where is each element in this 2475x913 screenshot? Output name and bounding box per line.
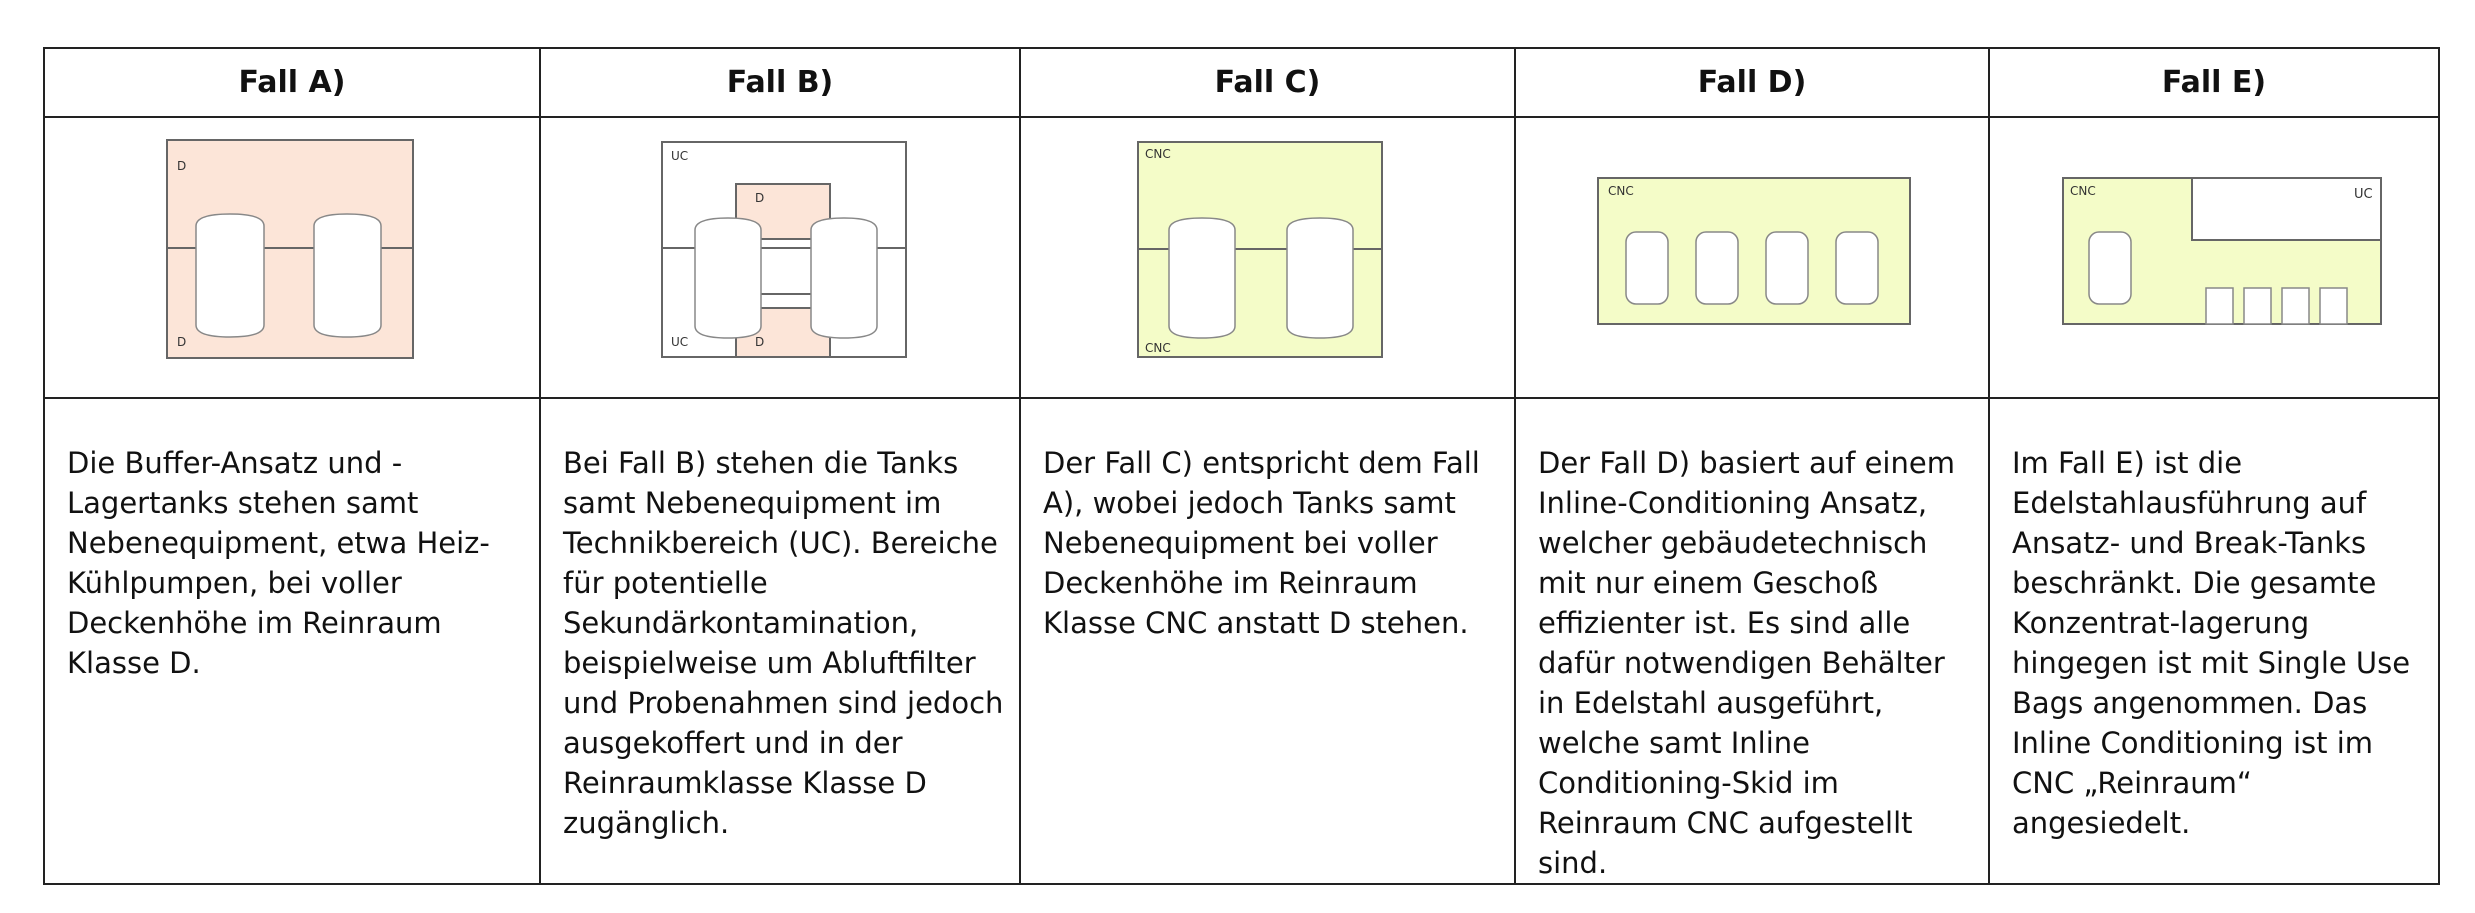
header-fall-a: Fall A) xyxy=(43,47,541,118)
description-text-e: Im Fall E) ist die Edelstahlausführung a… xyxy=(2012,446,2411,840)
diagram-fall-e: CNC UC xyxy=(2062,177,2382,325)
diagram-fall-d: CNC xyxy=(1597,177,1911,325)
break-tank xyxy=(2088,231,2132,305)
diagram-fall-c: CNC CNC xyxy=(1137,141,1383,358)
diagram-cell-a: D D xyxy=(43,116,541,399)
header-fall-d: Fall D) xyxy=(1514,47,1990,118)
label-cnc: CNC xyxy=(2070,184,2096,198)
description-text-b: Bei Fall B) stehen die Tanks samt Nebene… xyxy=(563,446,1004,840)
label-uc-top: UC xyxy=(671,149,688,163)
header-row: Fall A) Fall B) Fall C) Fall D) Fall E) xyxy=(43,47,2440,118)
single-use-bag-3 xyxy=(2281,287,2310,325)
single-use-bag-4 xyxy=(2319,287,2348,325)
tank-1 xyxy=(694,217,762,339)
diagram-fall-b: UC D UC D xyxy=(661,141,907,358)
comparison-table: Fall A) Fall B) Fall C) Fall D) Fall E) … xyxy=(43,47,2440,885)
description-fall-e: Im Fall E) ist die Edelstahlausführung a… xyxy=(1988,397,2440,885)
single-use-bag-1 xyxy=(2205,287,2234,325)
label-cnc-bottom: CNC xyxy=(1145,341,1171,355)
description-fall-b: Bei Fall B) stehen die Tanks samt Nebene… xyxy=(539,397,1021,885)
label-d-bottom: D xyxy=(755,335,764,349)
label-cnc-top: CNC xyxy=(1145,147,1171,161)
description-text-a: Die Buffer-Ansatz und -Lagertanks stehen… xyxy=(67,446,490,680)
tank-2 xyxy=(1695,231,1739,305)
description-fall-a: Die Buffer-Ansatz und -Lagertanks stehen… xyxy=(43,397,541,885)
header-fall-e: Fall E) xyxy=(1988,47,2440,118)
diagram-cell-d: CNC xyxy=(1514,116,1990,399)
diagram-row: D D UC D UC D xyxy=(43,116,2440,399)
description-fall-d: Der Fall D) basiert auf einem Inline-Con… xyxy=(1514,397,1990,885)
description-row: Die Buffer-Ansatz und -Lagertanks stehen… xyxy=(43,397,2440,885)
tank-2 xyxy=(810,217,878,339)
tank-3 xyxy=(1765,231,1809,305)
description-fall-c: Der Fall C) entspricht dem Fall A), wobe… xyxy=(1019,397,1516,885)
tank-1 xyxy=(1168,217,1236,339)
tank-4 xyxy=(1835,231,1879,305)
header-fall-b: Fall B) xyxy=(539,47,1021,118)
diagram-cell-e: CNC UC xyxy=(1988,116,2440,399)
description-text-d: Der Fall D) basiert auf einem Inline-Con… xyxy=(1538,446,1955,880)
label-uc-bottom: UC xyxy=(671,335,688,349)
label-d-top: D xyxy=(755,191,764,205)
header-fall-c: Fall C) xyxy=(1019,47,1516,118)
label-d-bottom: D xyxy=(177,335,186,349)
tank-2 xyxy=(313,213,382,338)
room-class-uc xyxy=(2191,177,2382,241)
diagram-cell-c: CNC CNC xyxy=(1019,116,1516,399)
diagram-fall-a: D D xyxy=(166,139,414,359)
tank-1 xyxy=(195,213,265,338)
diagram-cell-b: UC D UC D xyxy=(539,116,1021,399)
label-uc: UC xyxy=(2354,187,2373,202)
tank-2 xyxy=(1286,217,1354,339)
single-use-bag-2 xyxy=(2243,287,2272,325)
description-text-c: Der Fall C) entspricht dem Fall A), wobe… xyxy=(1043,446,1480,640)
tank-1 xyxy=(1625,231,1669,305)
label-d-top: D xyxy=(177,159,186,173)
label-cnc: CNC xyxy=(1608,184,1634,198)
